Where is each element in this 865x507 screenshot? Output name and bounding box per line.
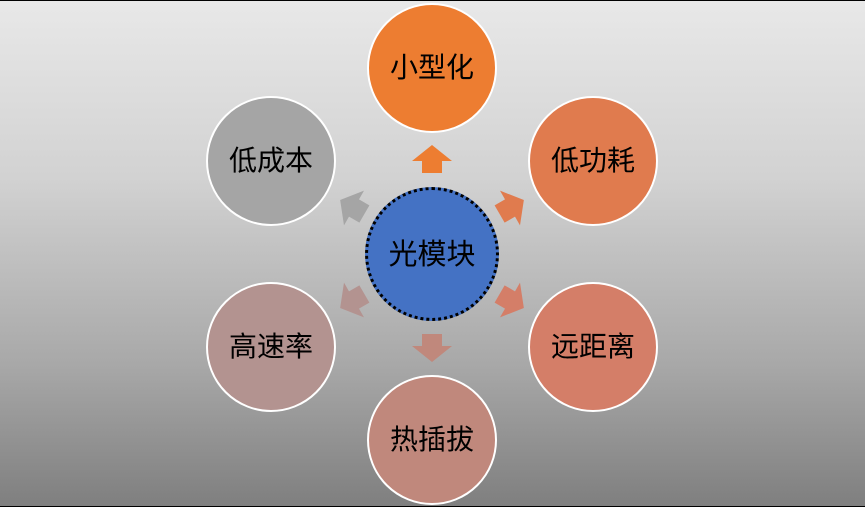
node-label: 低功耗 xyxy=(550,144,635,177)
arrow-down-icon xyxy=(412,334,452,362)
node-high-speed: 高速率 xyxy=(206,282,336,412)
node-label: 远距离 xyxy=(550,330,635,363)
arrow-lower-left-icon xyxy=(330,276,375,326)
arrow-up-icon xyxy=(412,145,452,173)
node-miniaturization: 小型化 xyxy=(367,3,497,133)
node-label: 高速率 xyxy=(228,330,313,363)
node-label: 小型化 xyxy=(389,51,474,84)
node-long-distance: 远距离 xyxy=(528,282,658,412)
node-label: 热插拔 xyxy=(389,423,474,456)
node-hot-plug: 热插拔 xyxy=(367,375,497,505)
arrow-lower-right-icon xyxy=(489,276,534,326)
center-node-optical-module: 光模块 xyxy=(365,187,499,321)
arrow-upper-left-icon xyxy=(330,182,375,232)
node-label: 低成本 xyxy=(228,144,313,177)
center-label: 光模块 xyxy=(388,236,476,271)
arrow-upper-right-icon xyxy=(489,182,534,232)
node-low-cost: 低成本 xyxy=(206,96,336,226)
node-low-power: 低功耗 xyxy=(528,96,658,226)
